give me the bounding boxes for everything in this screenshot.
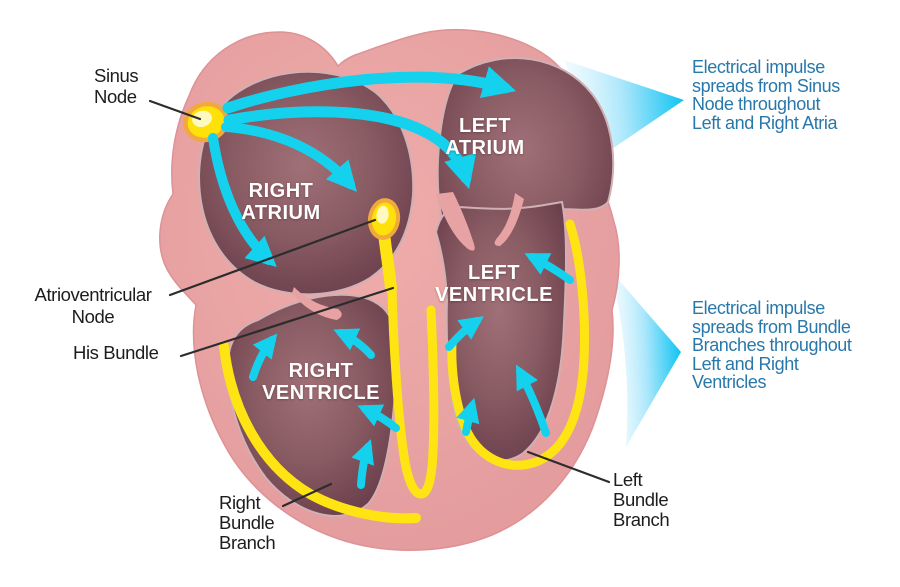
- impulse-arrows: [208, 66, 574, 489]
- left-atrium-label: LEFT ATRIUM: [445, 115, 525, 159]
- left-ventricle-label: LEFT VENTRICLE: [435, 262, 553, 306]
- tricuspid-leaflet: [292, 287, 342, 320]
- left-bundle-branch-label: Left Bundle Branch: [613, 469, 670, 530]
- sinus-node-shape: [183, 101, 229, 143]
- av-node-label: Atrioventricular Node: [34, 284, 152, 327]
- impulse-arrow-lv-3: [516, 364, 550, 437]
- mitral-leaflet-left: [436, 192, 475, 251]
- sinus-node-label: Sinus Node: [94, 65, 139, 107]
- valve-leaflets: [292, 192, 524, 320]
- leader-line-sinus-node: [148, 99, 202, 121]
- leader-line-his-bundle: [179, 286, 395, 358]
- impulse-arrow-rv-2: [333, 328, 375, 359]
- leader-line-right-bundle: [281, 482, 333, 508]
- mitral-leaflet-right: [494, 193, 524, 246]
- right-bundle-branch-path: [219, 341, 421, 524]
- right-atrium-label: RIGHT ATRIUM: [241, 180, 321, 224]
- impulse-arrow-lv-1: [445, 316, 484, 351]
- impulse-arrow-mitral: [524, 253, 574, 284]
- impulse-arrow-to-av-node: [221, 122, 357, 192]
- impulse-arrow-rv-1: [249, 333, 278, 381]
- his-bundle-path: [378, 227, 397, 294]
- right-ventricle-label: RIGHT VENTRICLE: [262, 360, 380, 404]
- atria-impulse-note: Electrical impulse spreads from Sinus No…: [692, 57, 840, 133]
- right-bundle-branch-label: Right Bundle Branch: [219, 492, 276, 553]
- leader-lines: [148, 99, 611, 508]
- impulse-arrow-lv-2: [456, 397, 480, 436]
- impulse-arrow-right-atrium: [208, 133, 277, 268]
- impulse-arrow-rv-3: [357, 404, 400, 432]
- his-bundle-label: His Bundle: [73, 342, 159, 363]
- septal-bundle-path: [387, 281, 439, 499]
- leader-line-av-node: [168, 218, 377, 297]
- impulse-arrow-left-atrium: [223, 106, 477, 190]
- annotation-wedge-ventricles: [611, 271, 681, 447]
- ventricle-impulse-note: Electrical impulse spreads from Bundle B…: [692, 298, 852, 392]
- impulse-arrow-rv-4: [351, 439, 374, 489]
- av-node-shape: [367, 198, 401, 240]
- leader-line-left-bundle: [526, 450, 611, 484]
- impulse-arrow-atria-top: [222, 66, 517, 114]
